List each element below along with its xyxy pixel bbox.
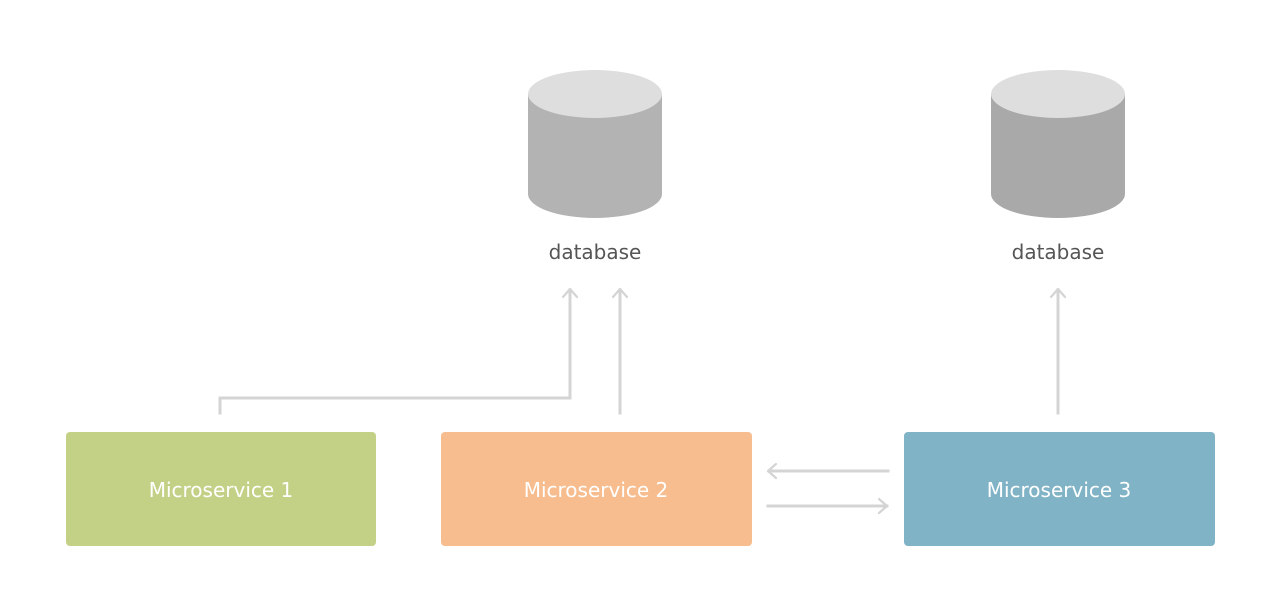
microservice-1-box[interactable]	[66, 432, 376, 546]
database-1-label: database	[549, 240, 642, 264]
microservice-3[interactable]: Microservice 3	[904, 432, 1215, 546]
microservice-3-box[interactable]	[904, 432, 1215, 546]
connectors	[218, 287, 1067, 515]
microservice-2[interactable]: Microservice 2	[441, 432, 752, 546]
connector-ms1-to-db1	[218, 288, 572, 415]
microservice-2-label: Microservice 2	[524, 478, 669, 502]
microservice-1-label: Microservice 1	[149, 478, 294, 502]
database-2-label: database	[1012, 240, 1105, 264]
microservice-3-label: Microservice 3	[987, 478, 1132, 502]
database-1-body	[528, 94, 662, 218]
arrowhead-ms1-to-db1	[561, 287, 579, 299]
database-2-top	[991, 70, 1125, 118]
database-1-top	[528, 70, 662, 118]
arrowhead-ms2-to-db1	[611, 287, 629, 299]
database-2-body	[991, 94, 1125, 218]
arrowhead-ms3-to-db2	[1049, 287, 1067, 299]
database-1: database	[528, 70, 662, 264]
arrowhead-ms3-to-ms2	[766, 462, 778, 480]
arrowhead-ms2-to-ms3	[877, 497, 889, 515]
microservice-2-box[interactable]	[441, 432, 752, 546]
microservice-1[interactable]: Microservice 1	[66, 432, 376, 546]
database-2: database	[991, 70, 1125, 264]
